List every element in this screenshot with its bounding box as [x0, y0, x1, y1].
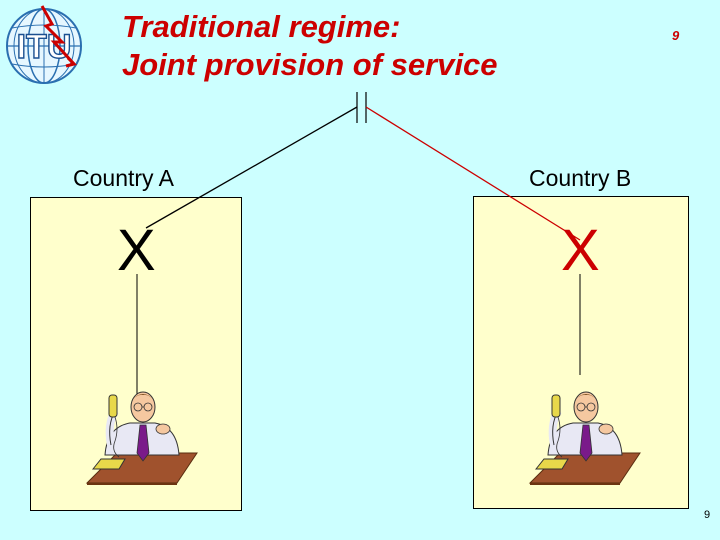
country-a-label: Country A: [73, 165, 174, 191]
circuit-line-country-a: [145, 106, 358, 229]
title-line-1: Traditional regime:: [122, 9, 401, 44]
itu-globe-logo: ITU: [2, 2, 88, 93]
caller-at-desk-icon: [85, 391, 198, 485]
logo-text: ITU: [17, 28, 72, 66]
slide-number-top: 9: [672, 28, 680, 43]
circuit-line-country-b: [365, 106, 581, 241]
callee-at-desk-icon: [528, 391, 641, 485]
exchange-mark-country-a: X: [117, 218, 156, 283]
slide-title: Traditional regime: Joint provision of s…: [122, 8, 498, 84]
country-b-label: Country B: [529, 165, 632, 191]
slide-number-bottom: 9: [704, 509, 711, 521]
title-line-2: Joint provision of service: [122, 47, 498, 82]
exchange-mark-country-b: X: [561, 218, 600, 283]
